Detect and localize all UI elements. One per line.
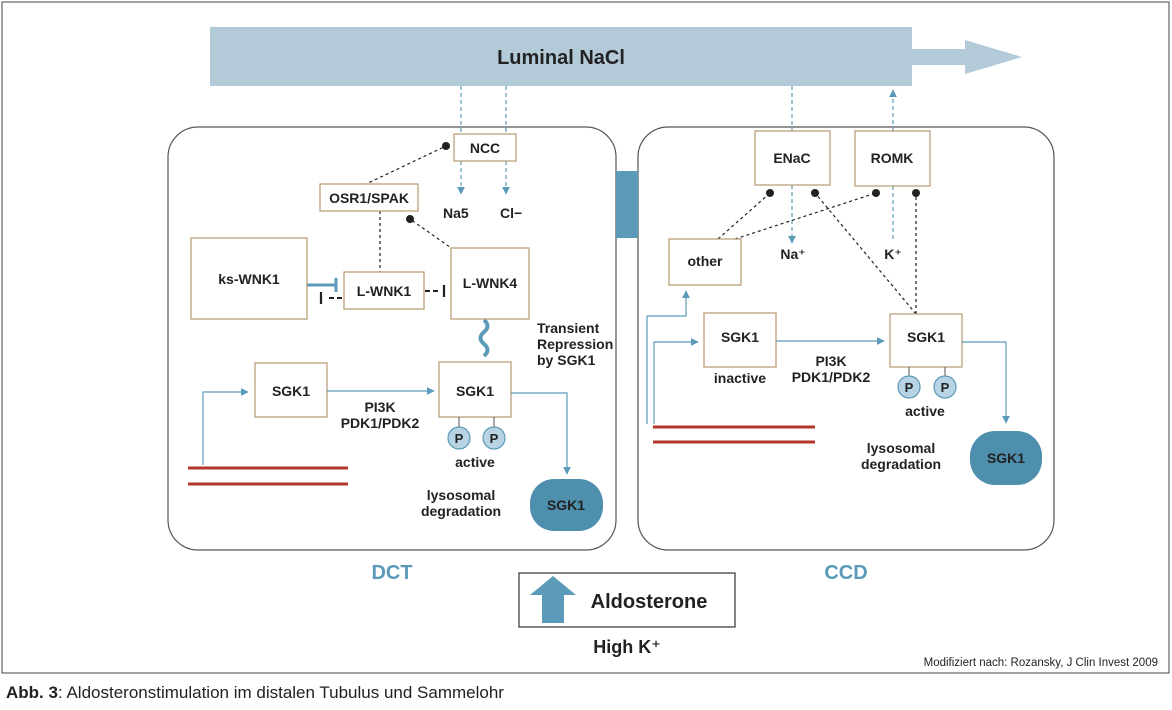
ncc-box	[453, 133, 517, 162]
l-wnk4-label: L-WNK4	[463, 275, 518, 291]
l-wnk1-box	[343, 271, 425, 310]
p-label-dct-2: P	[490, 431, 499, 446]
sgk1-active-box-dct	[438, 361, 512, 418]
sgk1-active-box-ccd	[889, 313, 963, 368]
sgk1-label-dct-a: SGK1	[272, 383, 310, 399]
transient-line-1: Transient	[537, 320, 600, 336]
source-note: Modifiziert nach: Rozansky, J Clin Inves…	[924, 657, 1158, 669]
figure-frame	[1, 1, 1170, 674]
sgk1-degraded-blob-ccd	[970, 431, 1042, 485]
repression-squiggle	[478, 318, 490, 358]
phospho-circle-dct-2	[482, 426, 506, 450]
sgk1-label-dct-b: SGK1	[456, 383, 494, 399]
romk-label: ROMK	[871, 150, 914, 166]
high-k-label: High K⁺	[593, 637, 661, 657]
luminal-nacl-band: Luminal NaCl	[210, 27, 1022, 86]
l-wnk1-label: L-WNK1	[357, 283, 412, 299]
other-label: other	[688, 253, 724, 269]
romk-box	[854, 130, 931, 187]
pathway-dct-line-1: PI3K	[364, 399, 395, 415]
active-label-ccd: active	[905, 403, 945, 419]
ncc-label: NCC	[470, 140, 500, 156]
caption-prefix: Abb. 3	[6, 683, 58, 702]
lyso-ccd-line-2: degradation	[861, 456, 941, 472]
phospho-circle-ccd-1	[897, 375, 921, 399]
luminal-nacl-label: Luminal NaCl	[497, 47, 625, 69]
pathway-ccd-line-2: PDK1/PDK2	[792, 369, 871, 385]
inactive-label-ccd: inactive	[714, 370, 766, 386]
phospho-circle-ccd-2	[933, 375, 957, 399]
ccd-label: CCD	[824, 562, 867, 584]
enac-label: ENaC	[773, 150, 810, 166]
sgk1-degraded-blob-dct	[530, 479, 603, 531]
other-box	[668, 238, 742, 286]
ccd-cell	[637, 126, 1055, 551]
diagram: Luminal NaCl NCC OSR1/SPAK ks-WNK1 L-WNK…	[1, 1, 1170, 674]
osr1-spak-label: OSR1/SPAK	[329, 190, 409, 206]
dct-cell	[167, 126, 617, 551]
na-label-ccd: Na⁺	[780, 246, 805, 262]
p-label-ccd-2: P	[941, 380, 950, 395]
active-label-dct: active	[455, 454, 495, 470]
l-wnk4-box	[450, 247, 530, 320]
ks-wnk1-box	[190, 237, 308, 320]
cl-label-dct: Cl−	[500, 205, 522, 221]
pathway-dct-line-2: PDK1/PDK2	[341, 415, 420, 431]
sgk1-inactive-box-dct	[254, 362, 328, 418]
sgk1-label-dct-deg: SGK1	[547, 497, 585, 513]
sgk1-inactive-box-ccd	[703, 312, 777, 368]
lyso-ccd-line-1: lysosomal	[867, 440, 935, 456]
sgk1-label-ccd-b: SGK1	[907, 329, 945, 345]
k-label-ccd: K⁺	[884, 246, 902, 262]
transient-line-2: Repression	[537, 336, 613, 352]
figure-caption: Abb. 3: Aldosteronstimulation im distale…	[6, 683, 504, 703]
dct-label: DCT	[371, 562, 412, 584]
pathway-ccd-line-1: PI3K	[815, 353, 846, 369]
tight-junction	[616, 171, 638, 238]
p-label-ccd-1: P	[905, 380, 914, 395]
sgk1-label-ccd-a: SGK1	[721, 329, 759, 345]
na-label-dct: Na5	[443, 205, 469, 221]
osr1-spak-box	[319, 183, 419, 212]
sgk1-label-ccd-deg: SGK1	[987, 450, 1025, 466]
lyso-dct-line-1: lysosomal	[427, 487, 495, 503]
aldosterone-label: Aldosterone	[591, 591, 708, 613]
p-label-dct-1: P	[455, 431, 464, 446]
caption-text: : Aldosteronstimulation im distalen Tubu…	[57, 683, 504, 702]
enac-box	[754, 130, 831, 186]
phospho-circle-dct-1	[447, 426, 471, 450]
transient-line-3: by SGK1	[537, 352, 596, 368]
lyso-dct-line-2: degradation	[421, 503, 501, 519]
ks-wnk1-label: ks-WNK1	[218, 271, 280, 287]
up-arrow-icon	[530, 576, 576, 623]
